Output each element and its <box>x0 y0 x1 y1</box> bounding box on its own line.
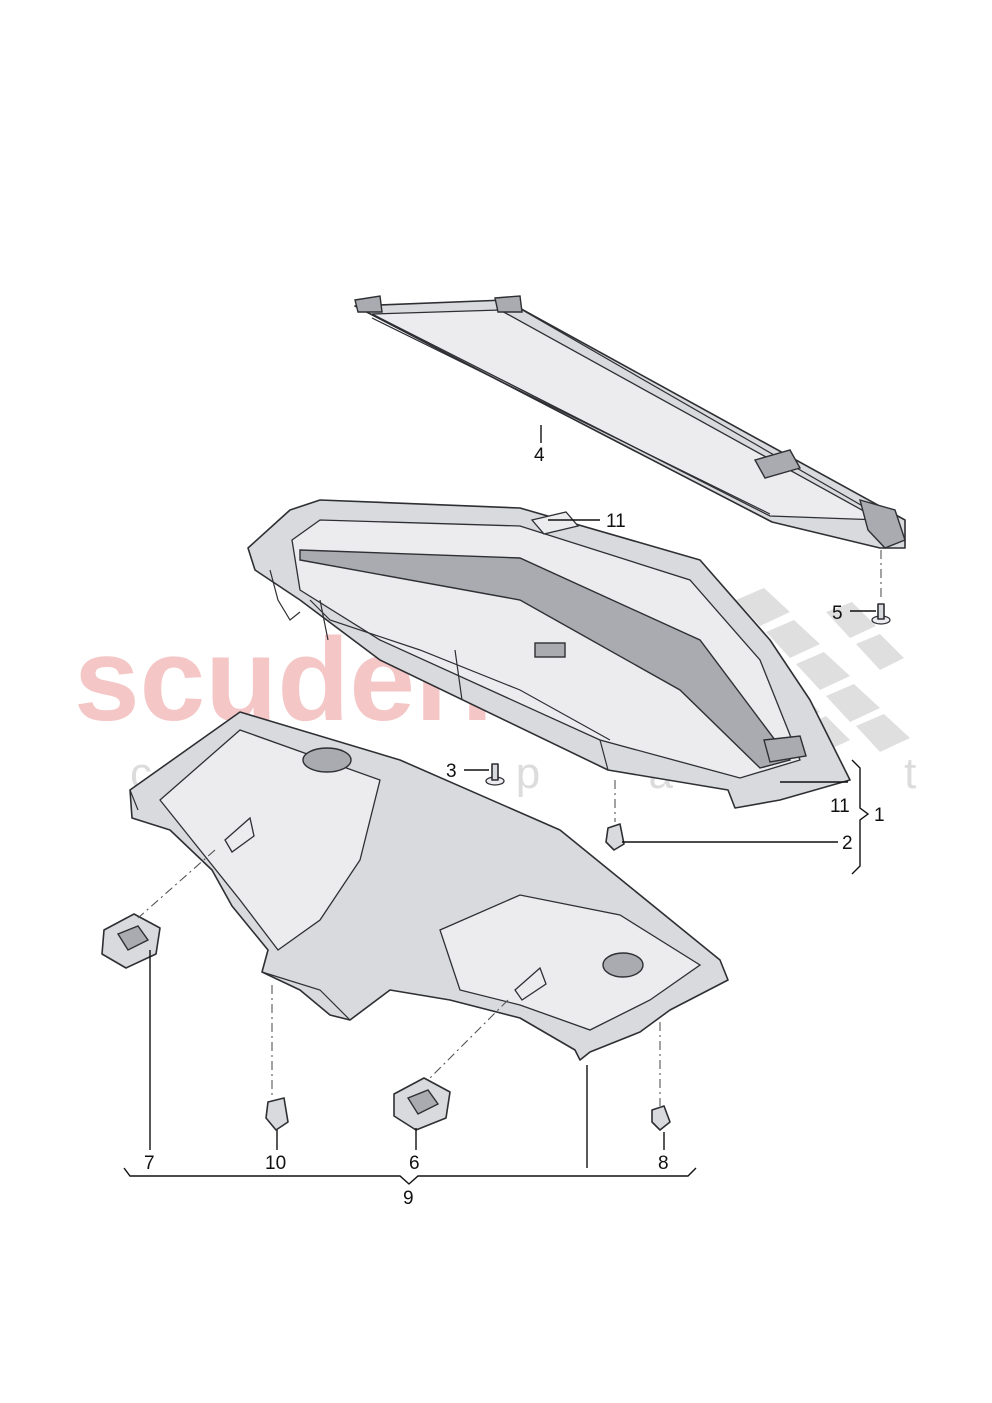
part-parcel-shelf <box>247 499 851 809</box>
callout-7: 7 <box>144 1153 155 1174</box>
part-roller-blind <box>354 295 906 549</box>
callout-11-side: 11 <box>830 796 850 817</box>
part-clip-10 <box>265 1097 289 1131</box>
part-trim-cap-left <box>101 913 161 969</box>
callout-10: 10 <box>265 1153 286 1174</box>
part-rear-trim-panel <box>129 711 729 1061</box>
part-screw-3 <box>485 763 505 786</box>
part-cover-pad <box>530 511 580 535</box>
callout-9: 9 <box>403 1188 414 1209</box>
part-screw-5 <box>871 603 891 625</box>
callout-8: 8 <box>658 1153 669 1174</box>
callout-4: 4 <box>534 445 545 466</box>
part-clip-2 <box>605 823 625 851</box>
callout-2: 2 <box>842 833 853 854</box>
callout-3: 3 <box>446 761 457 782</box>
leader-lines <box>123 425 876 1185</box>
callout-5: 5 <box>832 603 843 624</box>
callout-1: 1 <box>874 805 885 826</box>
part-clip-8 <box>651 1105 671 1131</box>
part-trim-cap-right <box>393 1077 451 1131</box>
callout-11-top: 11 <box>606 511 626 532</box>
alignment-lines <box>137 550 882 1106</box>
callout-6: 6 <box>409 1153 420 1174</box>
